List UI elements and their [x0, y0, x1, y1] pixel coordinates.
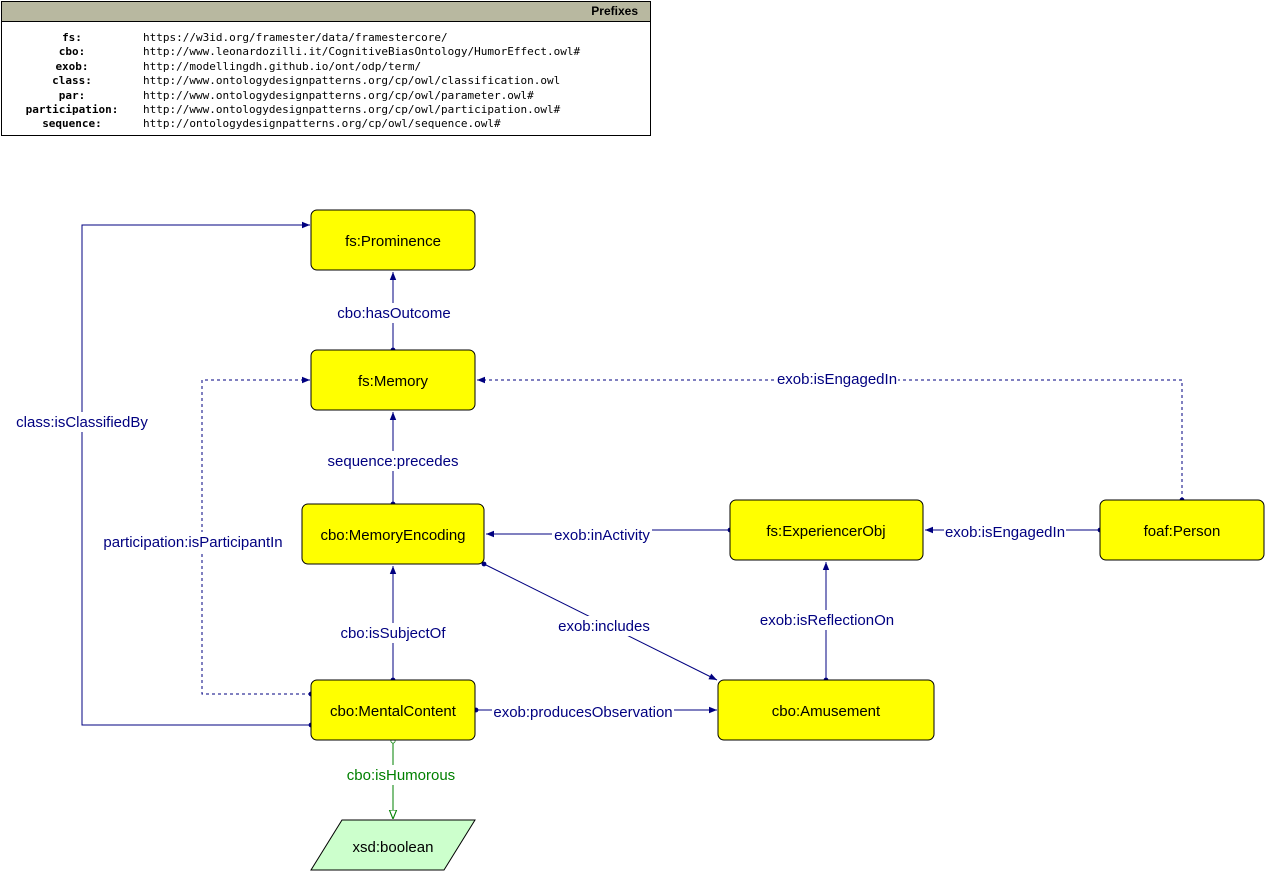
prefix-uri: https://w3id.org/framester/data/frameste… — [143, 31, 448, 44]
node-amusement[interactable]: cbo:Amusement — [717, 679, 935, 741]
prefix-uri: http://www.ontologydesignpatterns.org/cp… — [143, 102, 561, 116]
prefix-row: class: http://www.ontologydesignpatterns… — [2, 74, 650, 88]
edge-labels: cbo:hasOutcome sequence:precedes exob:is… — [14, 303, 1066, 785]
label-in-activity: exob:inActivity — [554, 527, 650, 544]
prefix-key: participation: — [25, 102, 119, 116]
prefixes-title: Prefixes — [2, 2, 650, 22]
label-has-outcome: cbo:hasOutcome — [337, 305, 450, 322]
node-boolean-label: xsd:boolean — [353, 839, 434, 856]
node-prominence[interactable]: fs:Prominence — [310, 209, 476, 271]
prefix-uri: http://www.ontologydesignpatterns.org/cp… — [143, 74, 561, 88]
prefixes-panel: Prefixes fs: https://w3id.org/framester/… — [1, 1, 651, 136]
edge-is-engaged-in-memory — [477, 376, 1185, 503]
label-is-subject-of: cbo:isSubjectOf — [340, 625, 446, 642]
prefix-key: exob: — [55, 59, 89, 73]
node-experiencer-obj-label: fs:ExperiencerObj — [766, 523, 885, 540]
node-boolean[interactable]: xsd:boolean — [310, 819, 476, 871]
label-is-humorous: cbo:isHumorous — [347, 767, 455, 784]
node-mental-content[interactable]: cbo:MentalContent — [310, 679, 476, 741]
prefix-row: participation: http://www.ontologydesign… — [2, 103, 650, 117]
label-is-reflection-on: exob:isReflectionOn — [760, 612, 894, 629]
prefix-uri: http://www.ontologydesignpatterns.org/cp… — [143, 88, 534, 102]
node-experiencer-obj[interactable]: fs:ExperiencerObj — [729, 499, 924, 561]
prefix-key: cbo: — [58, 45, 86, 59]
prefixes-table: fs: https://w3id.org/framester/data/fram… — [2, 31, 650, 132]
prefix-uri: http://ontologydesignpatterns.org/cp/owl… — [143, 117, 501, 131]
node-prominence-label: fs:Prominence — [345, 233, 441, 250]
prefix-row: sequence: http://ontologydesignpatterns.… — [2, 117, 650, 131]
node-person-label: foaf:Person — [1144, 523, 1221, 540]
prefix-key: par: — [58, 88, 86, 102]
edge-is-classified-by — [81, 221, 314, 728]
label-is-participant-in: participation:isParticipantIn — [103, 534, 282, 551]
prefix-row: exob: http://modellingdh.github.io/ont/o… — [2, 60, 650, 74]
prefix-uri: http://www.leonardozilli.it/CognitiveBia… — [143, 45, 581, 59]
label-produces-observation: exob:producesObservation — [493, 704, 672, 721]
node-memory-encoding[interactable]: cbo:MemoryEncoding — [301, 503, 485, 565]
label-includes: exob:includes — [558, 618, 650, 635]
label-is-engaged-in-memory: exob:isEngagedIn — [777, 371, 897, 388]
prefix-row: par: http://www.ontologydesignpatterns.o… — [2, 89, 650, 103]
label-is-engaged-in-obj: exob:isEngagedIn — [945, 524, 1065, 541]
prefix-row: fs: https://w3id.org/framester/data/fram… — [2, 31, 650, 45]
nodes: fs:Prominence fs:Memory cbo:MemoryEncodi… — [301, 209, 1265, 871]
prefix-row: cbo: http://www.leonardozilli.it/Cogniti… — [2, 45, 650, 59]
prefix-key: fs: — [62, 31, 82, 44]
prefix-uri: http://modellingdh.github.io/ont/odp/ter… — [143, 59, 422, 73]
node-amusement-label: cbo:Amusement — [772, 703, 881, 720]
node-memory[interactable]: fs:Memory — [310, 349, 476, 411]
label-precedes: sequence:precedes — [328, 453, 459, 470]
node-mental-content-label: cbo:MentalContent — [330, 703, 457, 720]
label-is-classified-by: class:isClassifiedBy — [16, 414, 148, 431]
node-memory-label: fs:Memory — [358, 373, 429, 390]
node-memory-encoding-label: cbo:MemoryEncoding — [320, 527, 465, 544]
prefix-key: class: — [52, 74, 92, 88]
prefix-key: sequence: — [42, 117, 102, 131]
node-person[interactable]: foaf:Person — [1099, 499, 1265, 561]
